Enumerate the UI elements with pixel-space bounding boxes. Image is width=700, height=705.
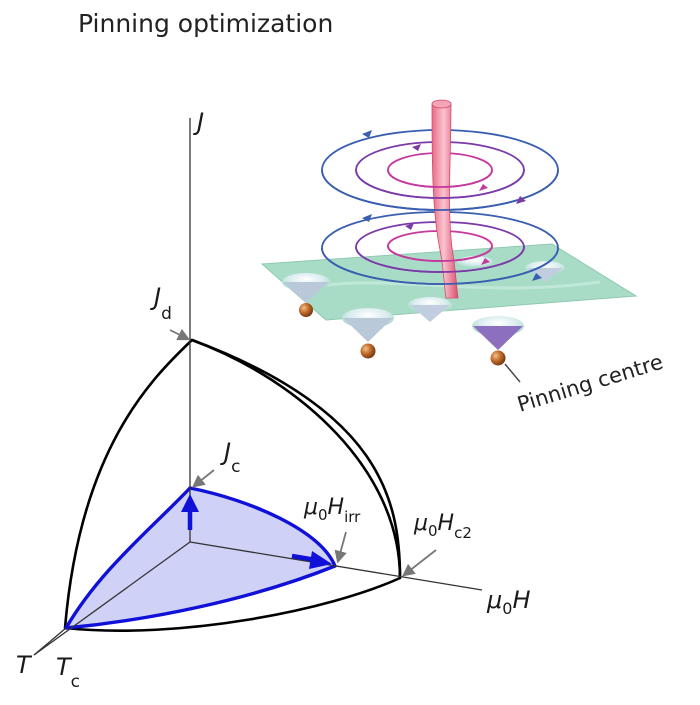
t-axis bbox=[33, 541, 191, 656]
pinning-well-4 bbox=[472, 316, 524, 366]
phase-diagram: J μ0H T Jd Jc Tc μ0Hirr μ0Hc2 bbox=[16, 108, 531, 692]
hc2-label: μ0Hc2 bbox=[413, 511, 472, 542]
loop-front-arcs bbox=[321, 169, 559, 285]
jc-pointer bbox=[192, 469, 215, 488]
pinning-centre-label: Pinning centre bbox=[514, 350, 665, 417]
pinning-well-3 bbox=[408, 297, 452, 322]
tc-label: Tc bbox=[56, 653, 80, 692]
hirr-pointer bbox=[334, 531, 347, 564]
jd-label: Jd bbox=[150, 283, 172, 324]
h-axis bbox=[189, 541, 483, 591]
hirr-label: μ0Hirr bbox=[303, 495, 361, 526]
film-ripple bbox=[299, 280, 601, 292]
pinning-well-5 bbox=[525, 261, 565, 282]
vortex-top bbox=[431, 99, 452, 109]
jc-enhancement-arrow bbox=[181, 494, 199, 530]
jd-pointer bbox=[169, 328, 191, 341]
pinning-centre-pointer bbox=[504, 363, 521, 383]
t-axis-label: T bbox=[16, 651, 33, 679]
outer-surface-back-edge bbox=[191, 338, 402, 579]
vortex-core bbox=[431, 103, 459, 299]
jc-label: Jc bbox=[220, 438, 240, 477]
pinning-well-2 bbox=[342, 308, 394, 359]
outer-critical-surface bbox=[63, 338, 402, 633]
current-arrowheads bbox=[362, 130, 542, 281]
title: Pinning optimization bbox=[78, 9, 333, 38]
hc2-pointer bbox=[402, 549, 437, 577]
hirr-enhancement-arrow bbox=[291, 551, 332, 569]
inner-pinning-region bbox=[64, 486, 337, 630]
pinning-well-1 bbox=[282, 273, 330, 317]
j-axis-label: J bbox=[193, 108, 204, 136]
h-axis-label: μ0H bbox=[486, 586, 531, 618]
t-axis-front bbox=[33, 627, 67, 656]
vortex-illustration: Pinning centre bbox=[260, 99, 666, 417]
